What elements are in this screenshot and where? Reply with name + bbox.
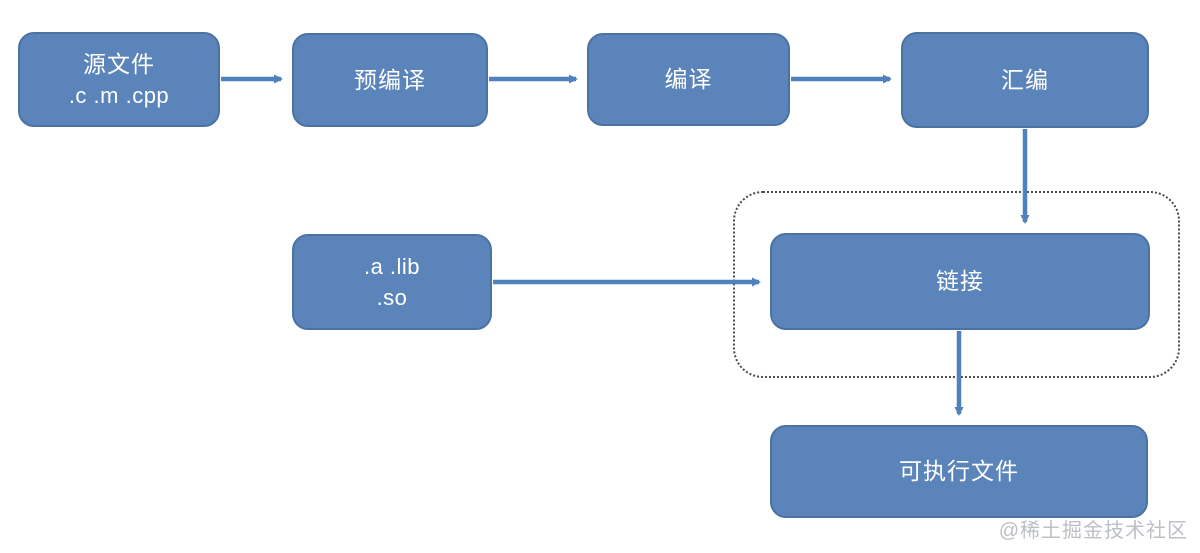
node-source-file: 源文件 .c .m .cpp xyxy=(18,32,220,127)
node-library-files-line2: .so xyxy=(376,285,408,310)
node-link-label: 链接 xyxy=(936,268,984,294)
node-assemble: 汇编 xyxy=(901,32,1149,128)
node-source-file-label: 源文件 xyxy=(83,50,155,77)
node-executable-file-label: 可执行文件 xyxy=(899,458,1019,484)
node-link: 链接 xyxy=(770,233,1150,330)
watermark-text: @稀土掘金技术社区 xyxy=(998,520,1188,542)
node-compile: 编译 xyxy=(587,33,790,126)
node-library-files: .a .lib .so xyxy=(292,234,492,330)
node-library-files-line1: .a .lib xyxy=(363,254,421,279)
node-assemble-label: 汇编 xyxy=(1001,66,1049,93)
node-precompile: 预编译 xyxy=(292,33,488,127)
node-compile-label: 编译 xyxy=(664,66,713,92)
node-source-file-extensions: .c .m .cpp xyxy=(68,82,170,108)
node-executable-file: 可执行文件 xyxy=(770,425,1148,518)
node-precompile-label: 预编译 xyxy=(354,66,426,93)
link-group-dotted-border xyxy=(733,191,1180,378)
